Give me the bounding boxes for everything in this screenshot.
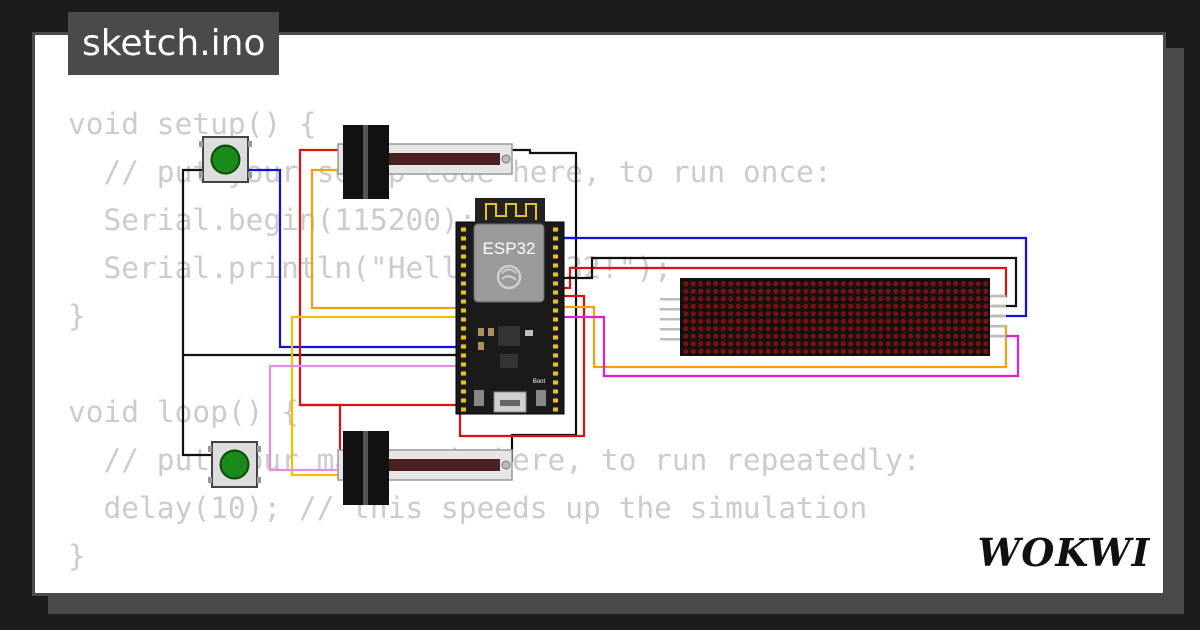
wire-violet [268, 364, 460, 472]
wire-red [300, 403, 342, 452]
wire-black [181, 355, 215, 457]
code-line: } [68, 539, 86, 573]
pushbutton-icon[interactable] [208, 441, 261, 488]
wire-blue [245, 168, 460, 349]
wire-yellow [290, 315, 460, 477]
code-line: } [68, 299, 86, 333]
wire-black [181, 168, 460, 357]
wire-orange [310, 168, 460, 310]
wire-red [298, 148, 460, 407]
code-line: void loop() { [68, 395, 299, 429]
led-matrix-icon[interactable] [660, 278, 1006, 356]
wire-blue [556, 236, 1028, 318]
code-line: delay(10); // this speeds up the simulat… [68, 491, 868, 525]
wire-pink [556, 315, 1020, 378]
code-line: void setup() { [68, 107, 317, 141]
wire-black [556, 256, 1018, 308]
slide-potentiometer-icon[interactable] [337, 431, 513, 505]
pushbutton-icon[interactable] [199, 136, 252, 183]
wokwi-logo-icon: WOKWI [978, 530, 1150, 575]
slide-potentiometer-icon[interactable] [337, 125, 513, 199]
esp32-board-icon[interactable] [455, 198, 565, 415]
code-line: // put your main code here, to run repea… [103, 443, 921, 477]
code-line: // put your setup code here, to run once… [103, 155, 832, 189]
board-label: ESP32 [483, 239, 536, 258]
sketch-filename-tab[interactable]: sketch.ino [68, 12, 280, 75]
boot-button-label: Boot [533, 379, 546, 385]
wokwi-logo-text: WOKWI [978, 530, 1150, 575]
code-line: Serial.begin(115200); [68, 203, 477, 237]
wire-red [458, 294, 586, 438]
